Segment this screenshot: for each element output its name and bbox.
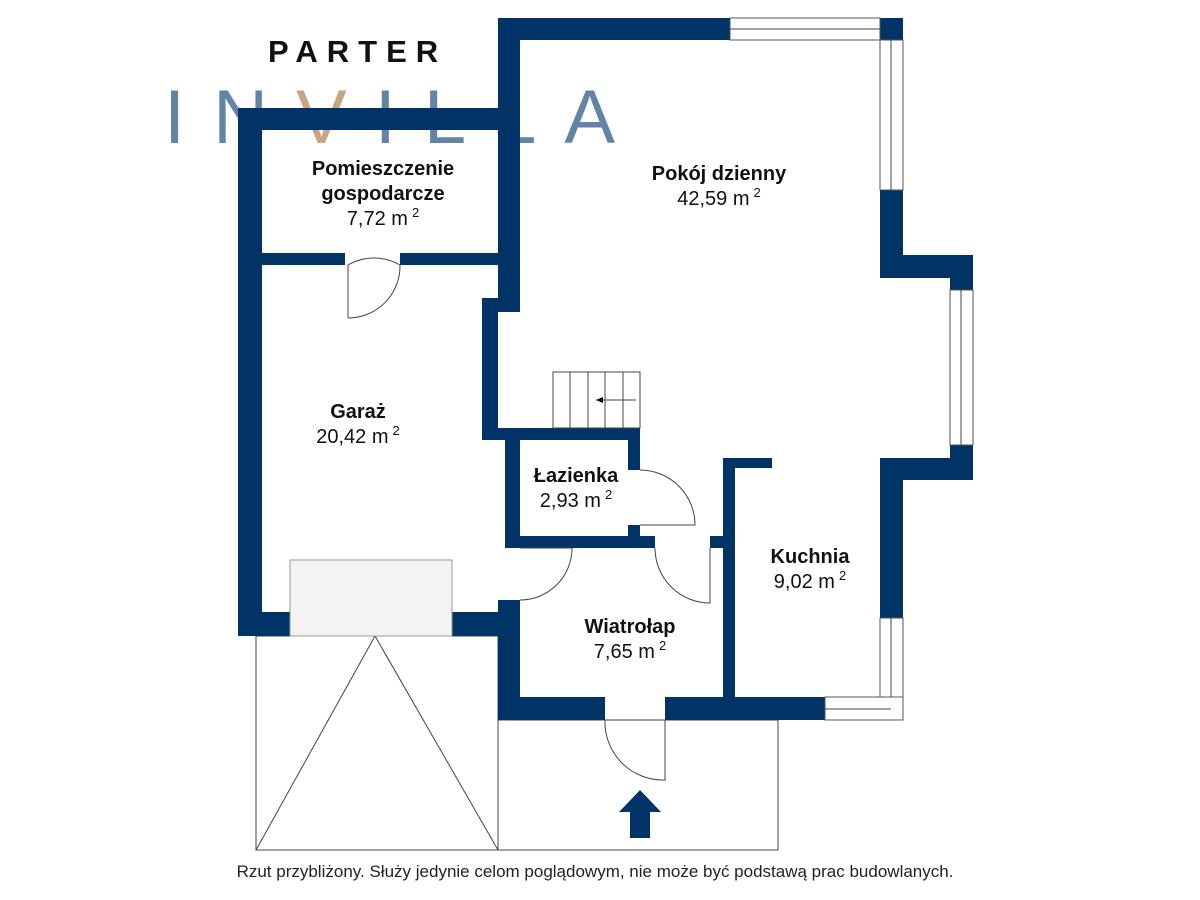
floor-title: PARTER [268,34,448,69]
entrance-arrow-icon [619,790,661,838]
disclaimer: Rzut przybliżony. Służy jedynie celom po… [236,862,954,881]
doors [347,257,711,781]
walls [238,18,973,720]
garage-door [289,559,453,637]
garage-driveway [255,634,499,851]
windows [729,17,974,721]
entrance-porch [497,719,779,851]
stairs [552,371,641,429]
